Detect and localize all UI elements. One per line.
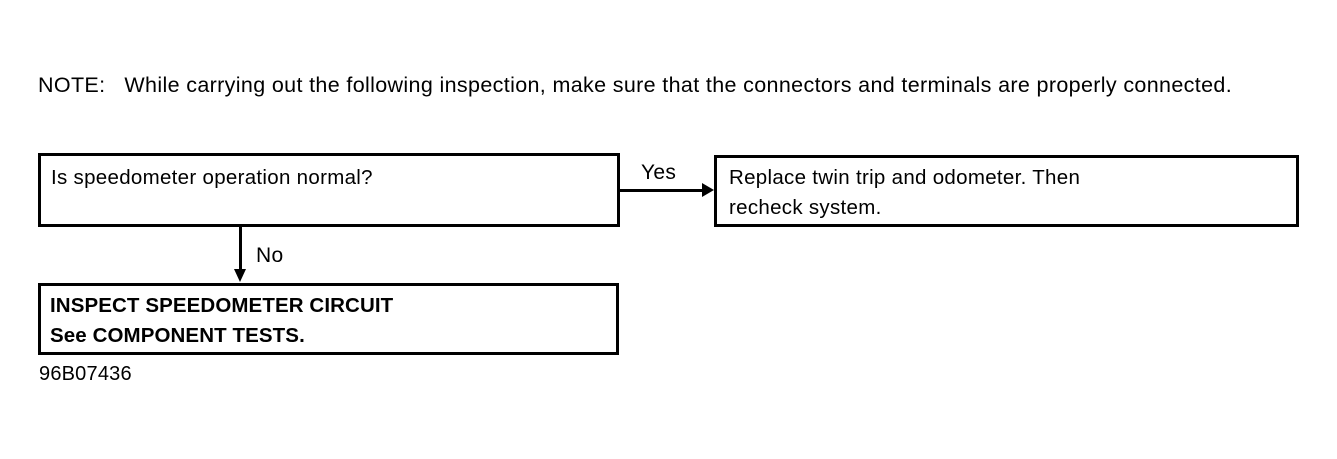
no-connector-line <box>239 227 242 275</box>
note-paragraph: NOTE: While carrying out the following i… <box>38 73 1233 97</box>
flowchart-box-replace-text: Replace twin trip and odometer. Then rec… <box>729 166 1081 219</box>
flowchart-box-question-text: Is speedometer operation normal? <box>51 166 373 189</box>
flowchart-box-question <box>38 153 620 227</box>
figure-id-label: 96B07436 <box>39 363 132 385</box>
branch-label-no: No <box>256 244 284 267</box>
flowchart-box-replace <box>714 155 1299 227</box>
yes-connector-line <box>619 189 706 192</box>
flowchart-box-inspect-text: INSPECT SPEEDOMETER CIRCUIT See COMPONEN… <box>50 294 394 347</box>
no-arrow-icon <box>234 269 246 282</box>
yes-arrow-icon <box>702 183 714 197</box>
flowchart-box-inspect <box>38 283 619 355</box>
branch-label-yes: Yes <box>641 161 677 184</box>
